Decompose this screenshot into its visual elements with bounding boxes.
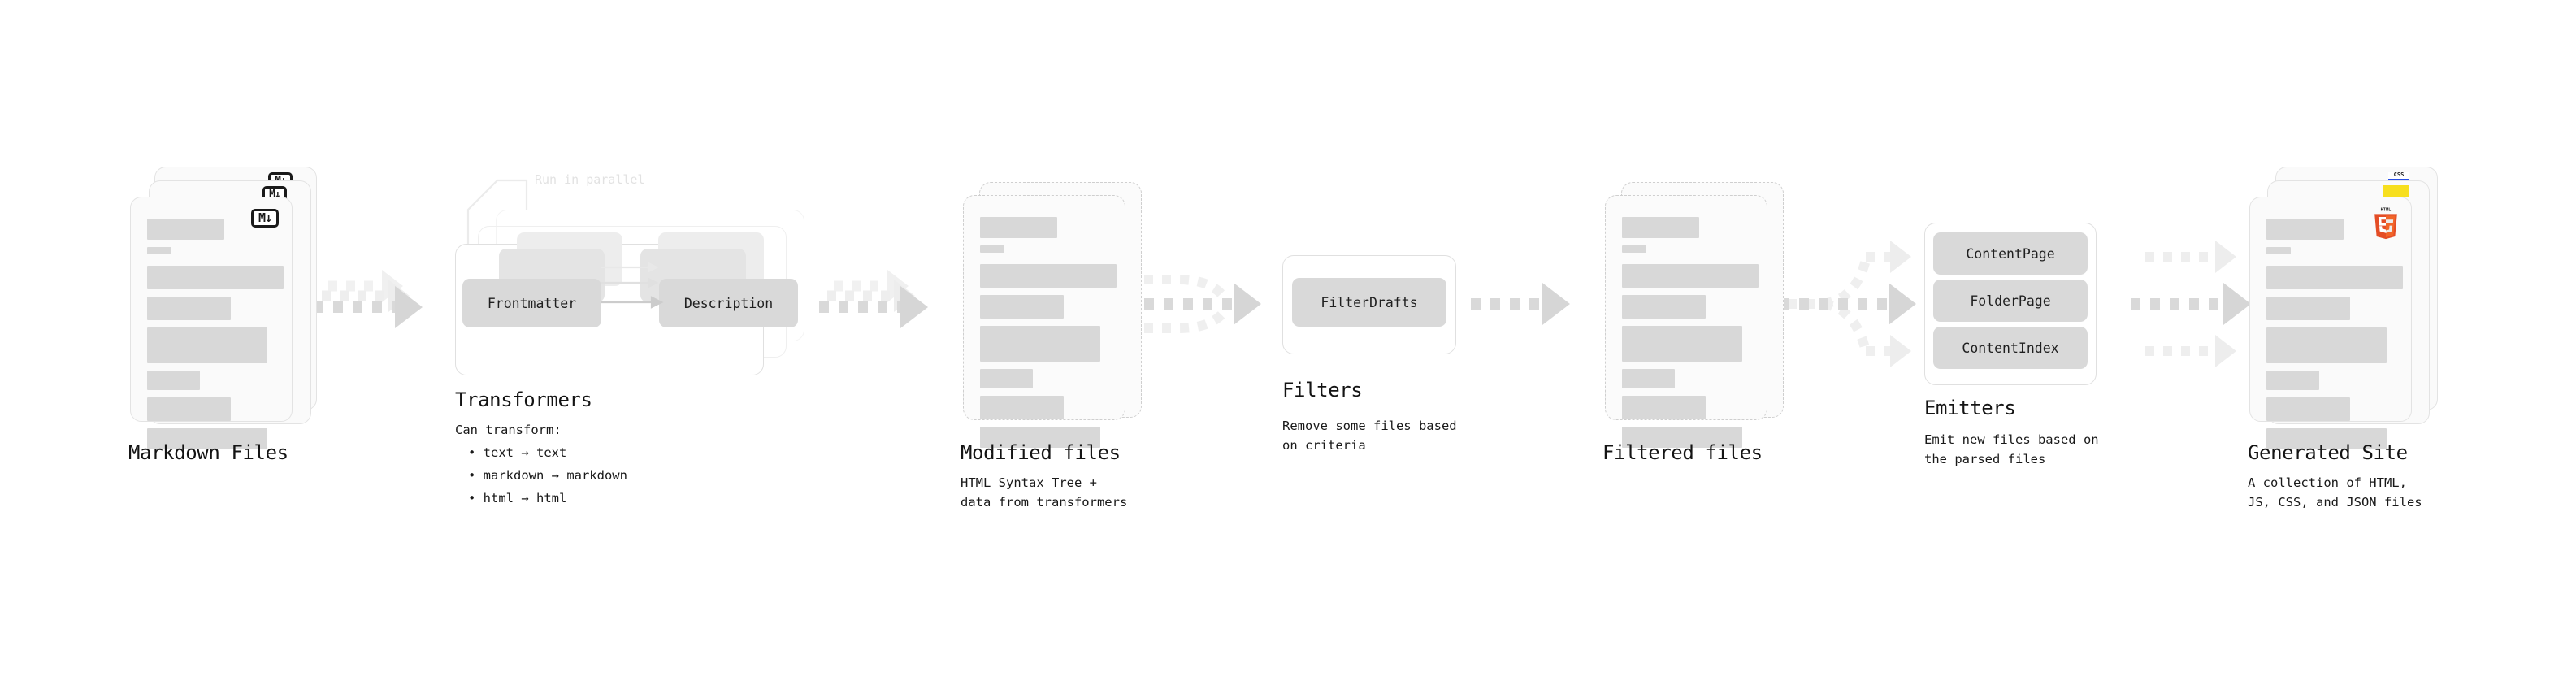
transformer-inner-arrows [601, 262, 664, 309]
chip-frontmatter[interactable]: Frontmatter [462, 279, 601, 327]
stage-title-filtered-files: Filtered files [1602, 441, 1763, 464]
doc-line-placeholder [147, 371, 200, 390]
run-in-parallel-label: Run in parallel [535, 172, 645, 187]
doc-line-placeholder [2266, 297, 2350, 320]
doc-line-placeholder [2266, 247, 2291, 254]
html5-icon-wordmark: HTML [2381, 208, 2392, 213]
js-icon [2383, 185, 2409, 197]
doc-line-placeholder [147, 397, 231, 421]
doc-line-placeholder [980, 295, 1064, 319]
connector-filters-to-filtered [1471, 283, 1570, 325]
doc-line-placeholder [2266, 371, 2319, 390]
doc-line-placeholder [980, 217, 1057, 238]
css-icon-label: CSS [2393, 171, 2405, 178]
chip-description[interactable]: Description [659, 279, 798, 327]
transformers-bullet-0: • text → text [468, 445, 567, 460]
site-doc-body [2266, 219, 2403, 457]
html5-icon: HTML [2374, 208, 2397, 240]
modified-doc-body [980, 217, 1117, 455]
doc-line-placeholder [1622, 264, 1759, 288]
doc-line-placeholder [1622, 295, 1706, 319]
connector-transformers-to-modified [819, 270, 928, 328]
doc-line-placeholder [147, 219, 224, 240]
doc-line-placeholder [980, 326, 1100, 362]
chip-contentpage[interactable]: ContentPage [1933, 232, 2088, 275]
doc-line-placeholder [147, 266, 284, 289]
doc-line-placeholder [147, 327, 267, 363]
doc-line-placeholder [147, 297, 231, 320]
markdown-card-front: M↓ [130, 197, 293, 449]
doc-line-placeholder [2266, 397, 2350, 421]
stage-title-emitters: Emitters [1924, 397, 2016, 419]
transformers-subtitle: Can transform: [455, 423, 562, 437]
transformers-bullet-2: • html → html [468, 491, 567, 505]
doc-line-placeholder [2266, 219, 2344, 240]
chip-filterdrafts[interactable]: FilterDrafts [1292, 278, 1446, 327]
filtered-doc-body [1622, 217, 1759, 455]
doc-line-placeholder [1622, 217, 1699, 238]
modified-subtitle-0: HTML Syntax Tree + [961, 475, 1097, 490]
filtered-card-front [1605, 195, 1767, 448]
connector-modified-to-filters [1144, 275, 1261, 333]
stage-title-modified-files: Modified files [961, 441, 1121, 464]
doc-line-placeholder [1622, 245, 1646, 253]
site-subtitle-1: JS, CSS, and JSON files [2248, 495, 2422, 510]
doc-line-placeholder [1622, 326, 1742, 362]
doc-line-placeholder [980, 245, 1004, 253]
markdown-doc-body [147, 219, 284, 457]
doc-line-placeholder [2266, 266, 2403, 289]
filters-subtitle-0: Remove some files based [1282, 419, 1457, 433]
doc-line-placeholder [147, 428, 267, 449]
markdown-icon: M↓ [251, 209, 279, 228]
doc-line-placeholder [1622, 369, 1675, 388]
stage-title-generated-site: Generated Site [2248, 441, 2408, 464]
markdown-icon-label: M↓ [258, 210, 272, 225]
stage-title-transformers: Transformers [455, 388, 592, 411]
doc-line-placeholder [980, 369, 1033, 388]
modified-subtitle-1: data from transformers [961, 495, 1128, 510]
transformers-bullet-1: • markdown → markdown [468, 468, 627, 483]
filters-subtitle-1: on criteria [1282, 438, 1366, 453]
emitters-subtitle-1: the parsed files [1924, 452, 2046, 466]
modified-card-front [963, 195, 1125, 448]
doc-line-placeholder [2266, 327, 2387, 363]
stage-title-filters: Filters [1282, 379, 1363, 401]
connector-filtered-to-emitters [1780, 241, 1916, 367]
site-subtitle-0: A collection of HTML, [2248, 475, 2407, 490]
doc-line-placeholder [980, 427, 1100, 448]
chip-folderpage[interactable]: FolderPage [1933, 280, 2088, 322]
connector-emitters-to-site [2131, 241, 2251, 367]
doc-line-placeholder [980, 264, 1117, 288]
doc-line-placeholder [980, 396, 1064, 419]
emitters-subtitle-0: Emit new files based on [1924, 432, 2099, 447]
connector-markdown-to-transformers [314, 270, 423, 328]
doc-line-placeholder [2266, 428, 2387, 449]
doc-line-placeholder [1622, 396, 1706, 419]
stage-title-markdown-files: Markdown Files [128, 441, 288, 464]
chip-contentindex[interactable]: ContentIndex [1933, 327, 2088, 369]
site-card-front: HTML [2249, 197, 2412, 449]
doc-line-placeholder [147, 247, 171, 254]
doc-line-placeholder [1622, 427, 1742, 448]
